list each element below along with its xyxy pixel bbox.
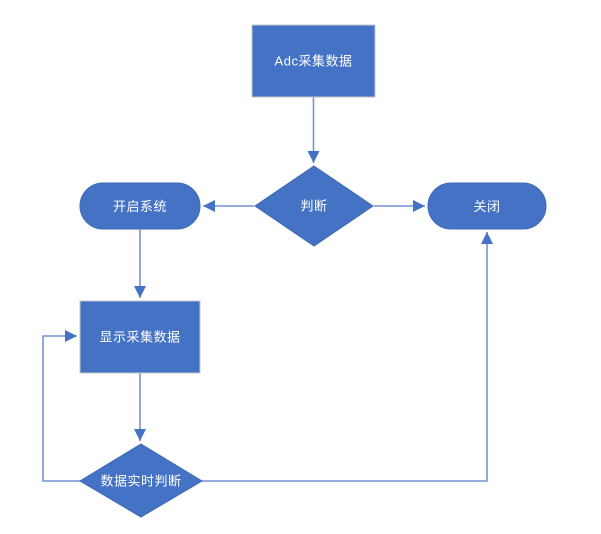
connectors [42,97,493,482]
process-shape-adc-collect [251,24,376,98]
node-realtime-judge: 数据实时判断 [79,443,203,518]
connector-realtime-judge-loop-to-display [42,330,80,482]
node-label-judge: 判断 [300,199,327,214]
decision-shape-judge [254,165,374,247]
process-shape-display-data [79,300,201,374]
node-label-close: 关闭 [473,199,500,214]
node-display-data: 显示采集数据 [79,300,201,374]
node-close: 关闭 [427,182,547,230]
node-label-adc-collect: Adc采集数据 [275,54,353,69]
connector-realtime-judge-to-close [202,232,493,482]
node-judge: 判断 [254,165,374,247]
decision-shape-realtime-judge [79,443,203,518]
node-label-realtime-judge: 数据实时判断 [100,474,181,489]
terminator-shape-open-system [79,182,201,230]
node-open-system: 开启系统 [79,182,201,230]
node-adc-collect: Adc采集数据 [251,24,376,98]
terminator-shape-close [427,182,547,230]
node-label-open-system: 开启系统 [113,199,167,214]
node-label-display-data: 显示采集数据 [99,330,180,345]
